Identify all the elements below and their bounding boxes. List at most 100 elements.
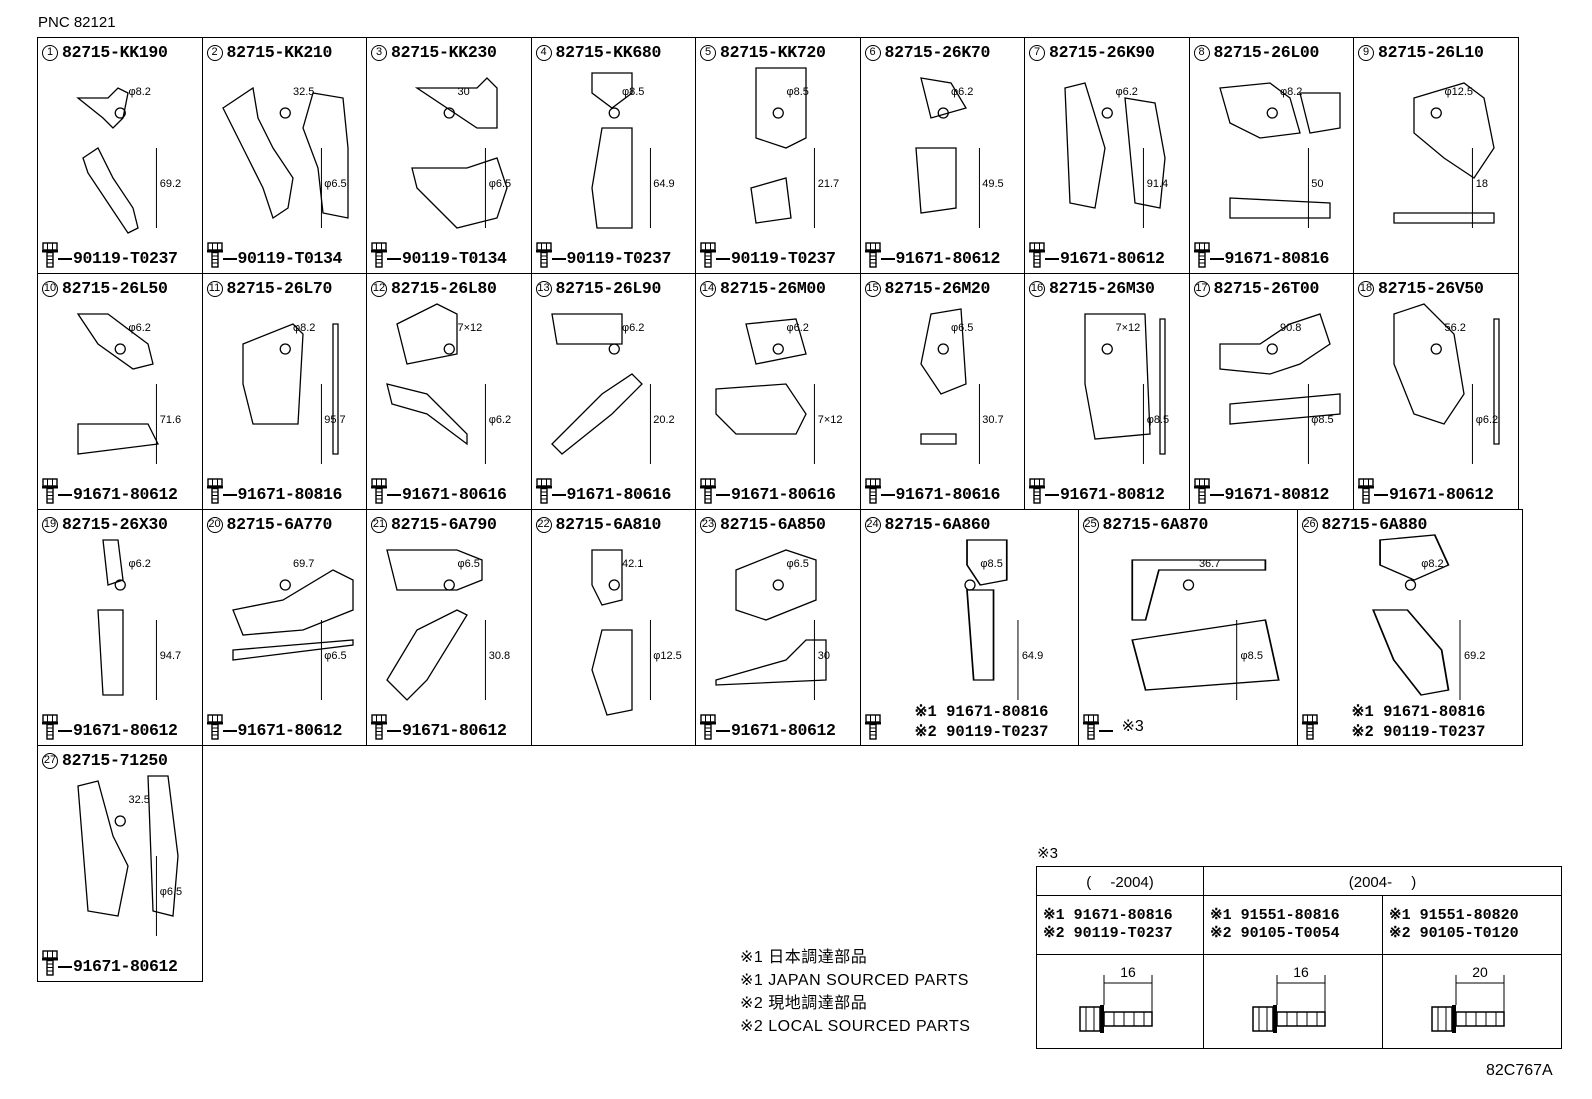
part-number: 82715-KK230 — [391, 43, 497, 62]
mount-hole — [114, 343, 126, 355]
dimension-label: φ6.5 — [457, 558, 480, 570]
bolt-icon — [1193, 478, 1210, 504]
bolt-callout: 91671-80612 — [42, 478, 178, 504]
leader-line — [716, 258, 730, 260]
bracket-drawing — [1371, 534, 1460, 700]
bolt-icon — [700, 478, 716, 504]
bolt-icon — [535, 478, 552, 504]
dimension-label: 30 — [457, 86, 470, 98]
bracket-outline — [919, 308, 967, 445]
dimension-label: φ8.5 — [786, 86, 809, 98]
dimension-label: φ6.2 — [786, 322, 809, 334]
dimension-label: φ8.5 — [1311, 414, 1334, 426]
bolt-part-number: 91671-80616 — [731, 485, 836, 504]
part-number: 82715-26L50 — [62, 279, 168, 298]
leader-line — [222, 730, 237, 732]
dimension-label: φ8.2 — [128, 86, 151, 98]
bolt-part-number: 91671-80812 — [1060, 485, 1165, 504]
bracket-drawing — [1130, 559, 1280, 700]
dimension-label: φ6.2 — [1115, 86, 1138, 98]
bolt-icon — [864, 478, 881, 504]
bolt-icon — [371, 242, 387, 268]
bracket-outline — [1371, 534, 1450, 696]
dimension-label: φ8.2 — [292, 322, 316, 334]
dimension-label: 56.2 — [1444, 322, 1466, 334]
part-number: 82715-26L70 — [226, 279, 333, 298]
bracket-drawing — [1393, 82, 1495, 228]
ref-number: 25 — [1082, 516, 1099, 533]
bracket-drawing — [1064, 82, 1166, 228]
dimension-label: φ6.2 — [128, 558, 151, 570]
bracket-outline — [715, 318, 807, 435]
ref-number: 23 — [700, 516, 716, 533]
dimension-label: 69.2 — [1464, 650, 1486, 662]
leader-line — [1209, 258, 1224, 260]
dimension-label: 95.7 — [324, 414, 346, 426]
dimension-label: 90.8 — [1279, 322, 1302, 334]
leader-line — [387, 258, 401, 260]
bolt-callout — [1301, 714, 1318, 740]
bolt-length-label: 20 — [1472, 964, 1488, 980]
bolt-icon: 20 — [1431, 964, 1505, 1033]
part-number: 82715-26L80 — [391, 279, 497, 298]
table-header-post-2004: (2004- ) — [1203, 866, 1562, 896]
mount-hole — [608, 107, 620, 119]
bolt-variant-line: ※2 90119-T0237 — [914, 723, 1049, 741]
ref-number: 9 — [1358, 44, 1374, 61]
dimension-label: 36.7 — [1198, 558, 1221, 570]
bolt-callout: 90119-T0134 — [206, 242, 343, 268]
part-number: 82715-26M20 — [884, 279, 991, 298]
bracket-drawing — [715, 318, 815, 464]
bracket-outline — [965, 539, 1008, 681]
leader-line — [551, 258, 566, 260]
part-number: 82715-KK680 — [555, 43, 662, 62]
part-number: 82715-26L00 — [1213, 43, 1320, 62]
bolt-part-number: 91671-80612 — [73, 721, 178, 740]
ref-number: 22 — [535, 516, 552, 533]
bracket-outline — [1393, 82, 1495, 224]
part-line: ※1 91551-80820 — [1389, 907, 1519, 924]
bracket-drawing — [919, 308, 980, 464]
bolt-part-number: 90119-T0134 — [237, 249, 343, 268]
bracket-outline — [1218, 313, 1341, 425]
bracket-drawing — [411, 77, 508, 229]
dimension-label: φ8.5 — [621, 86, 645, 98]
bolt-callout — [864, 714, 881, 740]
bolt-callout: 90119-T0237 — [535, 242, 671, 268]
bracket-drawing — [715, 549, 827, 700]
dimension-label: φ6.5 — [950, 322, 974, 334]
bracket-drawing — [1218, 82, 1341, 228]
bolt-icon — [1029, 242, 1045, 268]
leader-line — [716, 730, 730, 732]
part-number: 82715-26M00 — [720, 279, 826, 298]
table-cell-bolt: 16 — [1203, 954, 1383, 1049]
ref-number: 16 — [1029, 280, 1045, 297]
bracket-drawing — [231, 569, 354, 700]
leader-line — [1045, 494, 1059, 496]
ref-number: 11 — [206, 280, 223, 297]
part-number: 82715-26K90 — [1049, 43, 1155, 62]
bracket-drawing — [590, 72, 651, 229]
part-number: 82715-KK720 — [720, 43, 826, 62]
bolt-callout: 90119-T0134 — [371, 242, 507, 268]
bolt-callout: 91671-80612 — [42, 714, 178, 740]
part-number: 82715-71250 — [62, 751, 168, 770]
ref-number: 6 — [864, 44, 881, 61]
bracket-outline — [386, 303, 468, 446]
